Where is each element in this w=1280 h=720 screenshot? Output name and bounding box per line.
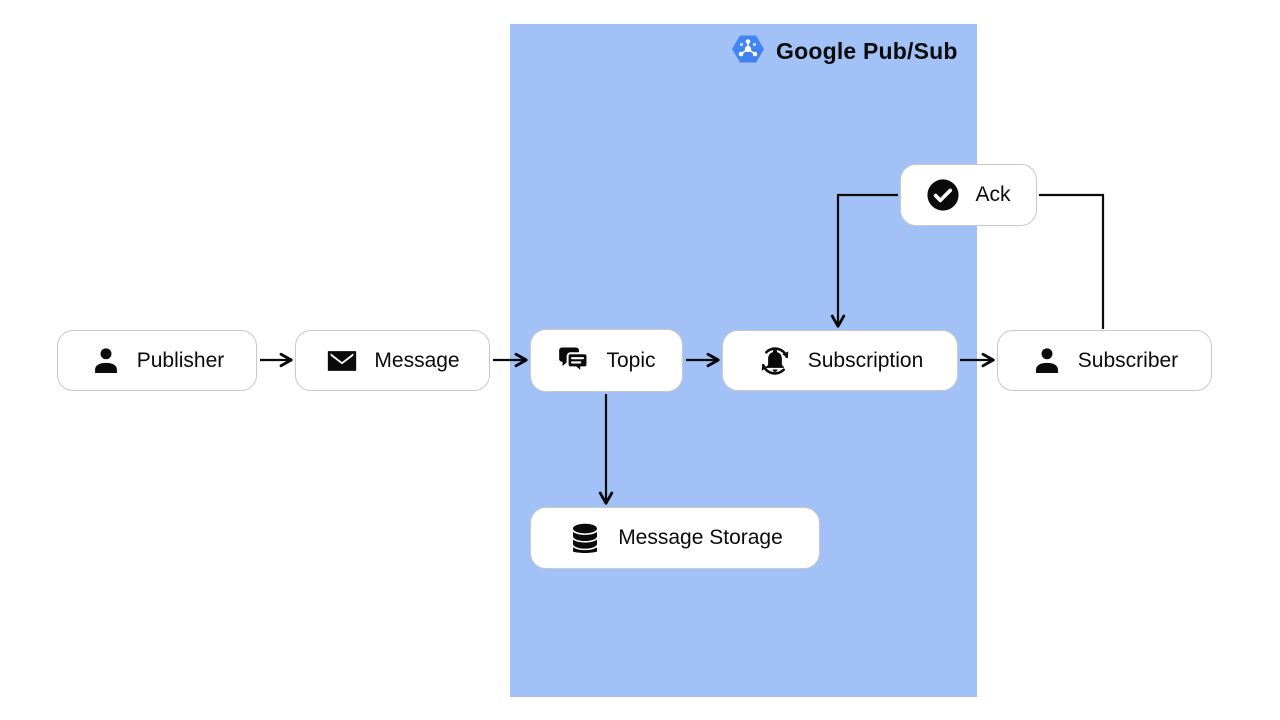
check-circle-icon [926,178,960,212]
node-label: Topic [606,348,656,372]
node-label: Message [374,348,460,372]
node-label: Message Storage [618,526,783,549]
node-publisher: Publisher [57,330,257,391]
node-subscription: Subscription [722,330,958,391]
node-label: Ack [975,183,1011,206]
panel-title: Google Pub/Sub [730,33,958,69]
node-subscriber: Subscriber [997,330,1212,391]
node-label: Subscription [807,348,924,372]
panel-title-label: Google Pub/Sub [776,37,958,64]
pubsub-hexagon-icon [730,33,766,70]
database-icon [567,520,603,556]
node-label: Subscriber [1077,348,1179,372]
person-icon [1031,345,1063,377]
person-icon [90,345,122,377]
node-label: Publisher [136,348,225,372]
node-ack: Ack [900,164,1037,226]
bell-sync-icon [757,343,793,379]
node-message-storage: Message Storage [530,507,820,569]
chat-bubbles-icon [557,344,591,378]
node-topic: Topic [530,329,683,392]
edge-subscriber-to-ack [1039,193,1105,329]
envelope-icon [325,344,359,378]
node-message: Message [295,330,490,391]
